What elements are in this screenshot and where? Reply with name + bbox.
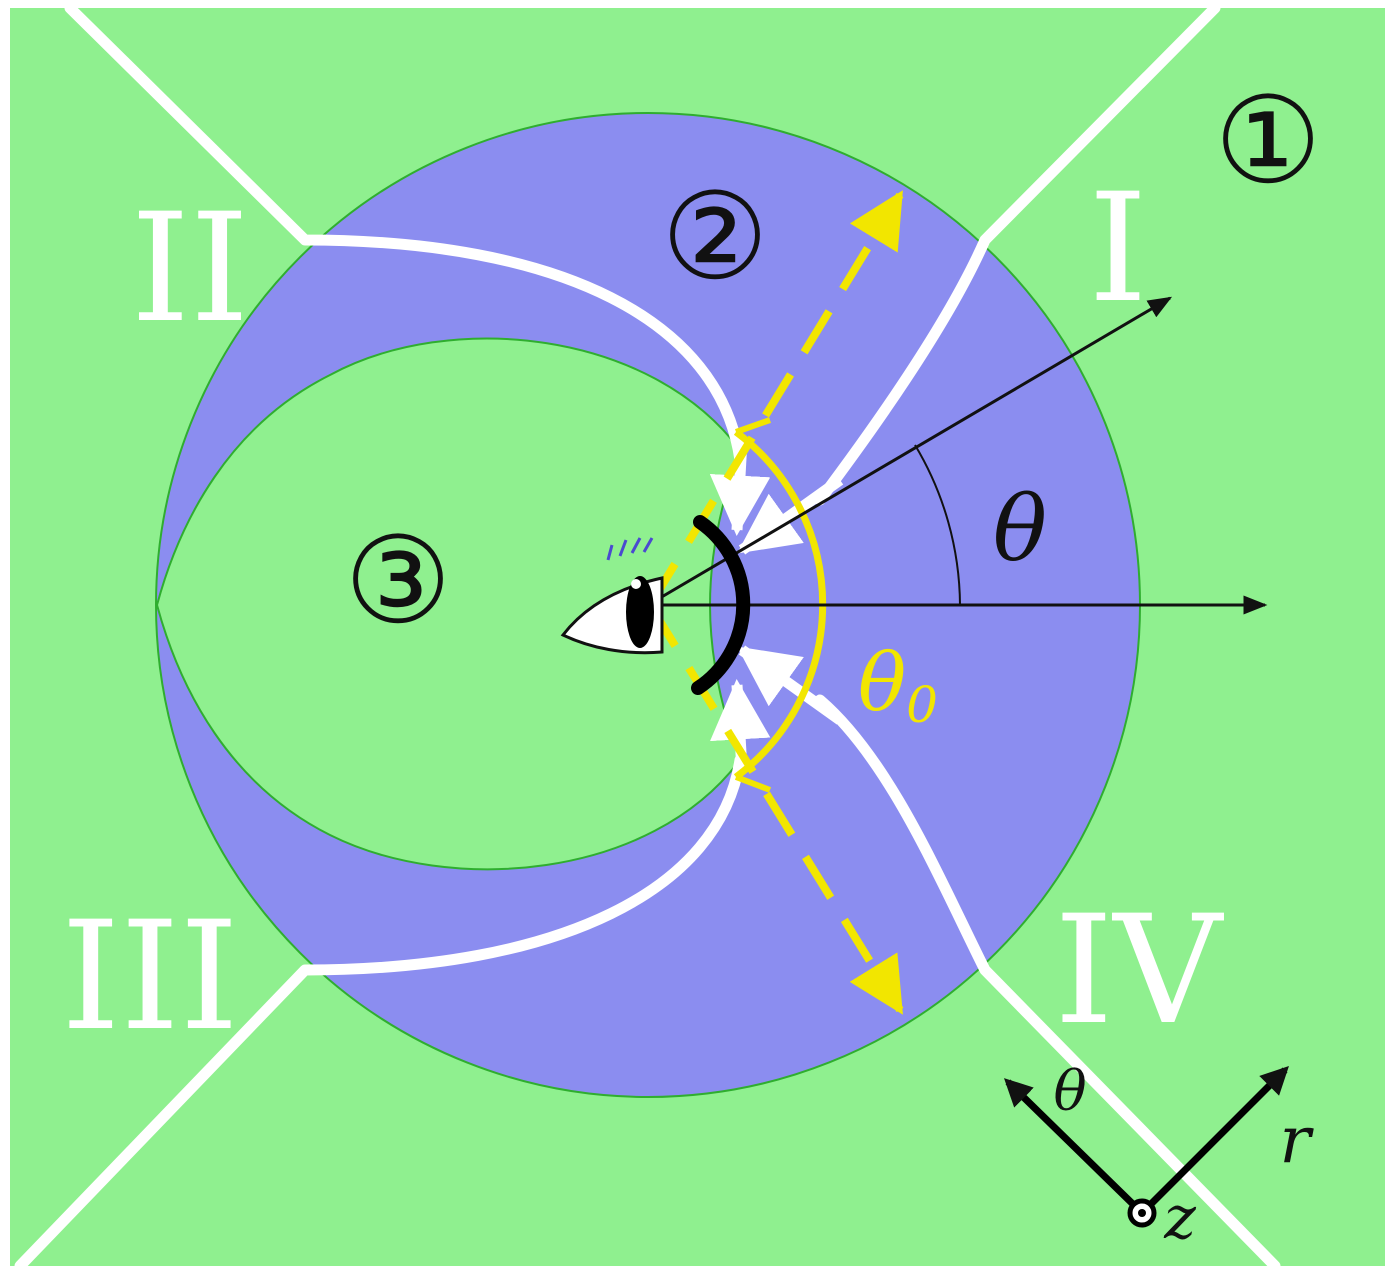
quadrant-label-IV: IV xyxy=(1054,884,1224,1058)
r-axis-label: r xyxy=(1279,1103,1314,1178)
dashed-arrow-up xyxy=(646,190,904,608)
boundary-lines xyxy=(14,2,1281,1272)
theta0-label: θ0 xyxy=(858,636,938,734)
theta0-subscript: 0 xyxy=(906,676,938,734)
region-label-outer: ① xyxy=(1214,72,1322,211)
boundary-line-I xyxy=(814,2,1221,506)
flow-arrow-upper-right xyxy=(737,475,844,555)
r-axis-arrow xyxy=(1139,1066,1289,1216)
boundary-line-III xyxy=(14,754,746,1272)
theta-arc xyxy=(914,444,961,606)
theta-label: θ xyxy=(993,477,1047,582)
dashed-arrow-down xyxy=(646,602,904,1015)
boundary-line-IV xyxy=(814,694,1281,1272)
flow-arrow-lower-right xyxy=(737,645,844,725)
z-axis-label: z xyxy=(1163,1183,1196,1253)
coordinate-system xyxy=(1003,1066,1289,1216)
theta-axis-arrow xyxy=(1003,1078,1145,1216)
boundary-line-II xyxy=(64,2,746,466)
theta0-symbol: θ xyxy=(858,636,906,729)
region-label-disk: ② xyxy=(661,168,769,307)
quadrant-label-III: III xyxy=(61,890,239,1064)
z-axis-dot xyxy=(1138,1209,1146,1217)
quadrant-label-I: I xyxy=(1088,162,1147,336)
theta-axis-label: θ xyxy=(1053,1059,1086,1123)
aperture-arc xyxy=(691,515,751,695)
dashed-arrows xyxy=(646,190,904,1015)
theta0-arc-tick-bottom xyxy=(734,774,772,793)
eye-icon xyxy=(560,537,664,655)
theta0-arc-tick-top xyxy=(735,417,771,435)
region-label-inner: ③ xyxy=(344,512,452,651)
quadrant-label-II: II xyxy=(131,182,250,356)
